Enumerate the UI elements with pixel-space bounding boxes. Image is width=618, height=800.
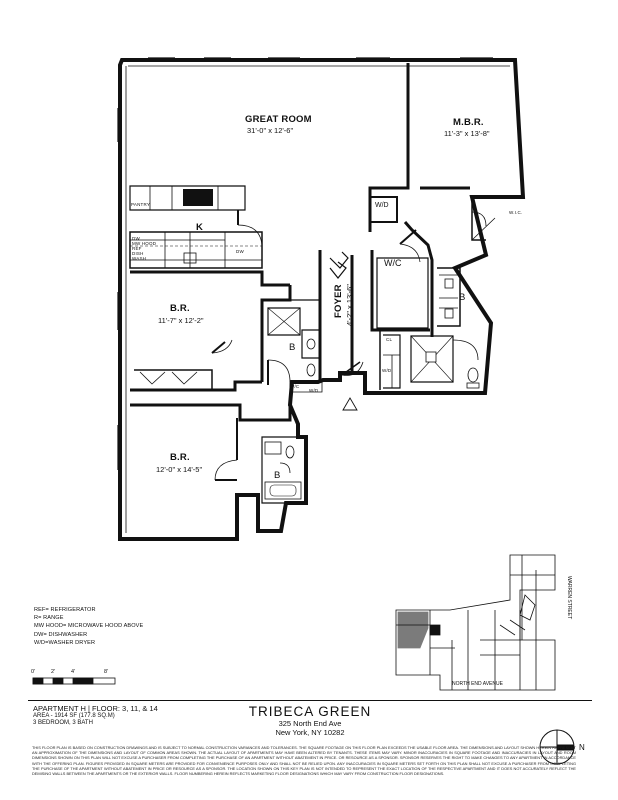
apartment-rooms: 3 BEDROOM, 3 BATH [33,720,93,727]
foyer-dimensions: 4'-2" x 13'-6" [345,284,354,326]
bedroom-2-dimensions: 12'-0" x 14'-5" [156,465,203,474]
scale-tick-label: 4' [71,669,76,675]
building-address-2: New York, NY 10282 [275,728,345,737]
building-address-1: 325 North End Ave [278,719,342,728]
walk-in-closet-label: W/C [384,258,402,268]
bedroom-2-label: B.R. [170,452,190,463]
wall [130,403,292,422]
compass [539,729,575,765]
key-plan [395,554,556,691]
wic-closet-label: W.I.C. [509,210,523,215]
master-bedroom-dimensions: 11'-3" x 13'-8" [444,129,490,138]
master-bedroom-label: M.B.R. [453,117,484,128]
kitchen-counter [129,185,246,211]
legend: REF= REFRIGERATOR R= RANGE MW HOOD= MICR… [34,606,143,647]
kitchen-label: K [196,222,204,233]
scale-tick-label: 0' [31,669,36,675]
scale-tick-label: 2' [51,669,56,675]
compass-north-label: N [579,743,585,752]
legend-item: W/D=WASHER DRYER [34,639,96,646]
apartment-info: APARTMENT H | FLOOR: 3, 11, & 14 AREA - … [33,705,158,728]
street-label-north-end: NORTH END AVENUE [452,681,503,687]
foyer-label: FOYER [333,284,344,318]
legend-item: REF= REFRIGERATOR [34,607,96,613]
small-wic-label: W/C [290,384,300,389]
apartment-title: APARTMENT H | FLOOR: 3, 11, & 14 [33,704,158,713]
master-bath-label: B [459,292,466,303]
washer-dryer-label: W/D [375,202,389,209]
legend-item: DW= DISHWASHER [34,631,88,638]
vertical-wd-label: W/D [382,368,392,373]
scale-tick-label: 8' [104,669,109,675]
dishwasher-label: DW [236,249,244,254]
entry-marker [342,397,358,411]
appliance-labels: DW MW HOOD REF DISH WASH [132,236,157,261]
footer-divider [28,700,592,701]
wall [403,221,434,337]
wall [368,63,410,232]
great-room-label: GREAT ROOM [245,114,312,125]
closet-label: CL [386,337,393,342]
street-label-warren: WARREN STREET [566,576,572,620]
apartment-area: AREA - 1914 SF (177.8 SQ.M) [33,712,115,719]
small-wd-label: W/D [309,388,319,393]
legend-item: MW HOOD= MICROWAVE HOOD ABOVE [34,623,144,630]
great-room-dimensions: 31'-0" x 12'-6" [247,126,294,135]
legend-item: R= RANGE [34,615,64,622]
hall-bath-label: B [289,342,296,353]
building-name: TRIBECA GREEN [248,704,372,719]
bedroom-1-label: B.R. [170,303,190,314]
bedroom-2-bath-label: B [274,470,281,481]
building-info: TRIBECA GREEN 325 North End Ave New York… [230,704,390,737]
pantry-label: PANTRY [131,202,151,207]
scale-bar [32,677,116,685]
disclaimer-text: THIS FLOOR PLAN IS BASED ON CONSTRUCTION… [32,745,576,777]
bedroom-1-dimensions: 11'-7" x 12'-2" [158,316,204,325]
